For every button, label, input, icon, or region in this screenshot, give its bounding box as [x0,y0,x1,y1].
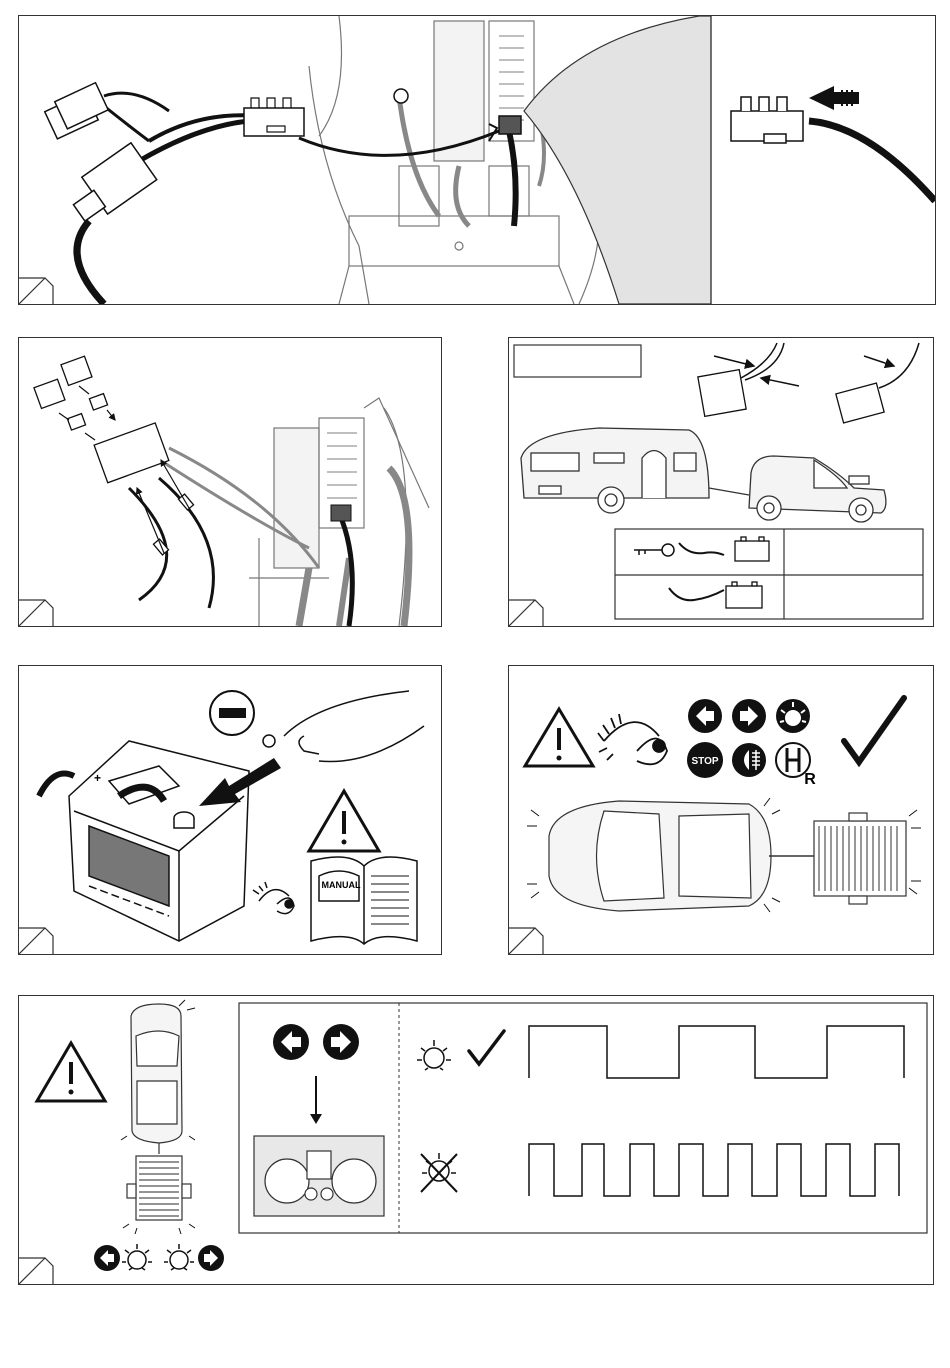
car-top-view [131,1004,182,1154]
turn-left-icon [273,1024,309,1060]
step-3-panel [508,337,934,627]
manual-label: MANUAL [322,880,361,890]
step-6-illustration [19,996,933,1284]
svg-text:STOP: STOP [691,756,718,767]
turn-right-icon [198,1245,224,1271]
manual-book-icon [311,857,417,944]
step-5-panel: STOP R [508,665,934,955]
step-2-illustration [19,338,441,626]
instrument-cluster [254,1136,384,1216]
label-box [514,345,641,377]
eye-icon [253,882,294,914]
fog-light-icon [732,743,766,777]
step-1-illustration [19,16,935,304]
step-2-panel [18,337,442,627]
step-3-illustration [509,338,933,626]
step-4-panel: + MANUAL [18,665,442,955]
warning-triangle-icon [525,709,593,766]
reverse-gear-icon: R [776,743,816,788]
warning-triangle-icon [309,791,379,851]
stop-icon: STOP [687,742,723,778]
battery-icon [735,537,769,561]
light-bulb-icon [164,1244,194,1270]
step-6-panel [18,995,934,1285]
car-top-view [549,801,814,911]
svg-text:+: + [94,771,101,785]
turn-right-icon [732,699,766,733]
trailer-top-view [814,813,906,904]
light-bulb-icon [776,699,810,733]
svg-text:R: R [804,771,816,788]
step-4-illustration: + MANUAL [19,666,441,954]
step-5-illustration: STOP R [509,666,933,954]
warning-triangle-icon [37,1043,105,1101]
checkmark-icon [844,698,904,762]
turn-left-icon [94,1245,120,1271]
turn-left-icon [688,699,722,733]
trailer-top-view [127,1156,191,1220]
light-bulb-icon [122,1244,152,1270]
minus-terminal-icon [210,691,254,735]
turn-right-icon [323,1024,359,1060]
eye-icon [598,714,667,764]
step-1-panel [18,15,936,305]
